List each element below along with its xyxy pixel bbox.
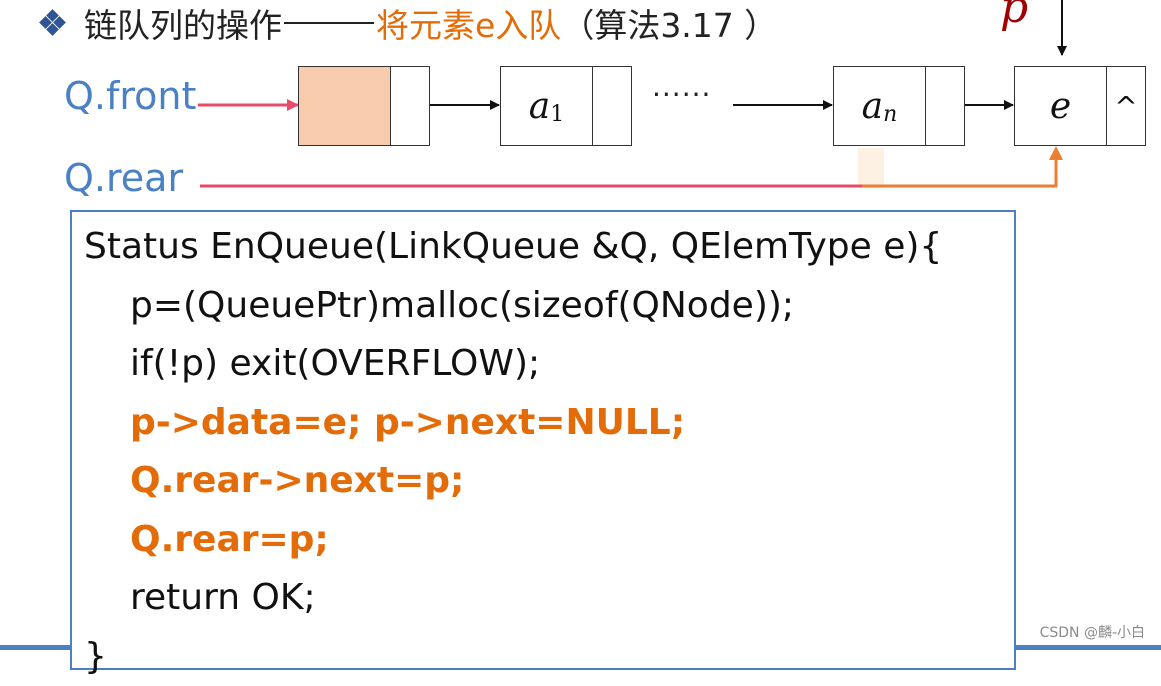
node-an-next [926, 67, 964, 145]
code-line-1: Status EnQueue(LinkQueue &Q, QElemType e… [72, 218, 1014, 277]
old-rear-highlight [858, 148, 884, 188]
rear-arrow-new [862, 152, 1056, 186]
node-e-data: e [1015, 67, 1107, 145]
code-line-3: if(!p) exit(OVERFLOW); [72, 335, 1014, 394]
rear-arrow-head [1049, 146, 1063, 160]
ellipsis: ······ [652, 78, 711, 111]
bottom-accent-bar-right [1016, 645, 1161, 650]
node-a1-next [593, 67, 631, 145]
node-e-next: ^ [1107, 67, 1145, 145]
head-node-data [299, 67, 391, 145]
code-line-8: } [72, 628, 1014, 686]
watermark: CSDN @麟-小白 [1040, 622, 1145, 642]
code-line-4: p->data=e; p->next=NULL; [72, 394, 1014, 453]
code-line-5: Q.rear->next=p; [72, 452, 1014, 511]
head-node [298, 66, 430, 146]
code-line-7: return OK; [72, 569, 1014, 628]
code-block: Status EnQueue(LinkQueue &Q, QElemType e… [70, 210, 1016, 670]
head-node-next [391, 67, 429, 145]
bottom-accent-bar-left [0, 645, 70, 650]
code-line-6: Q.rear=p; [72, 511, 1014, 570]
code-line-2: p=(QueuePtr)malloc(sizeof(QNode)); [72, 277, 1014, 336]
node-e: e ^ [1014, 66, 1146, 146]
